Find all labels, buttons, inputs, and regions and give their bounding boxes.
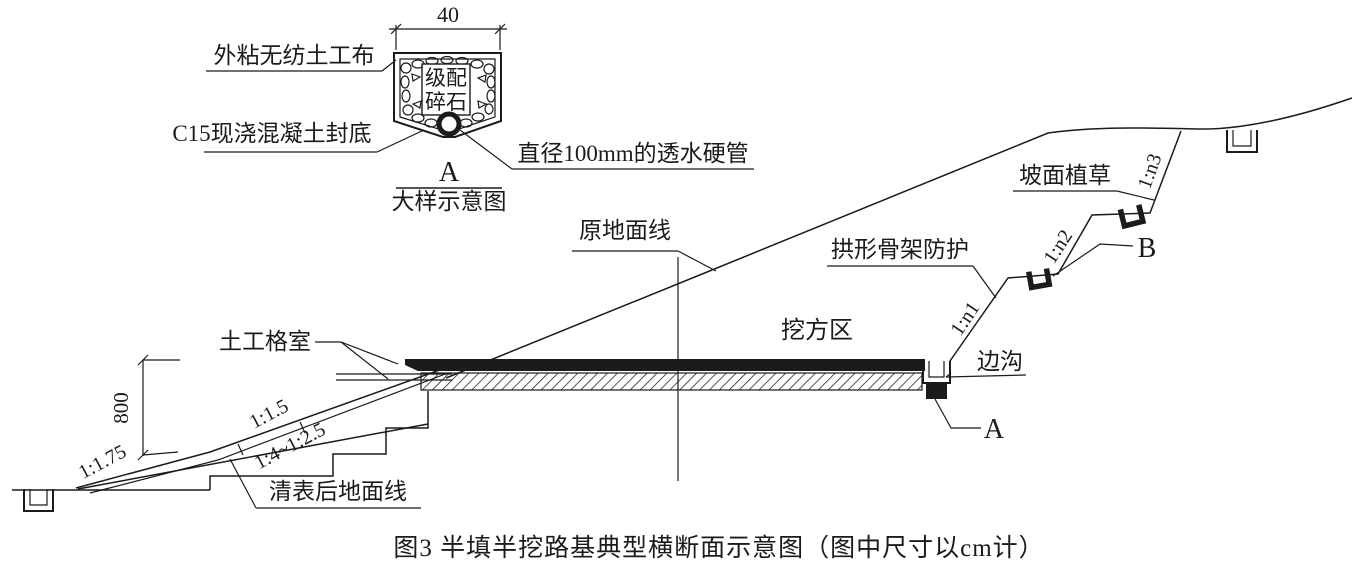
geocell-callout: 土工格室 <box>219 329 399 380</box>
cleared-ground-line <box>77 423 429 490</box>
slope-grass-callout: 坡面植草 <box>1013 163 1155 201</box>
marker-a: A <box>984 414 1005 445</box>
detail-drawing: 40 级配 碎石 外粘无纺土工布 <box>172 2 754 214</box>
bench-ditch-icon-1 <box>1026 268 1053 291</box>
original-ground-callout: 原地面线 <box>572 218 717 272</box>
dim-tick-left <box>390 23 402 35</box>
geocell-label: 土工格室 <box>219 329 311 354</box>
detail-section-letter: A <box>439 157 460 188</box>
dim-tick-right <box>494 23 506 35</box>
bench-ditch-icon-2 <box>1117 204 1147 230</box>
height-dimension-value: 800 <box>109 392 133 424</box>
marker-a-callout: A <box>934 398 1005 445</box>
detail-subtitle: 大样示意图 <box>392 189 507 214</box>
detail-box-outer <box>393 52 502 138</box>
pipe-callout: 直径100mm的透水硬管 <box>459 129 754 170</box>
height-dimension: 800 <box>109 354 180 461</box>
width-dimension: 40 <box>389 2 507 50</box>
arch-frame-callout: 拱形骨架防护 <box>827 237 997 299</box>
side-ditch-callout: 边沟 <box>945 349 1027 378</box>
pipe-label: 直径100mm的透水硬管 <box>517 141 748 166</box>
cleared-ground-label: 清表后地面线 <box>269 479 407 504</box>
pavement-layer <box>405 359 925 371</box>
side-ditch-icon <box>922 361 951 399</box>
permeable-pipe-icon <box>436 111 462 137</box>
gravel-label-line1: 级配 <box>425 66 467 90</box>
figure-caption: 图3 半填半挖路基典型横断面示意图（图中尺寸以cm计） <box>393 534 1044 562</box>
slope-fill-upper-label: 1:1.5 <box>246 395 292 433</box>
benching-steps <box>209 391 429 490</box>
dim-tick-top <box>137 354 149 366</box>
arch-frame-label: 拱形骨架防护 <box>831 237 969 262</box>
cut-slope-line <box>949 130 1182 362</box>
width-dimension-value: 40 <box>437 2 459 27</box>
hilltop-ditch-icon <box>1226 130 1258 153</box>
cut-zone-label: 挖方区 <box>781 317 853 344</box>
gravel-label-line2: 碎石 <box>425 90 467 114</box>
geotextile-callout: 外粘无纺土工布 <box>206 43 397 72</box>
slope-n2-label: 1:n2 <box>1039 226 1077 268</box>
ditch-seal-block <box>926 383 947 399</box>
concrete-label: C15现浇混凝土封底 <box>172 121 371 146</box>
slope-n3-label: 1:n3 <box>1134 151 1167 192</box>
embankment-face <box>75 361 463 494</box>
side-ditch-label: 边沟 <box>977 349 1023 374</box>
slope-grass-label: 坡面植草 <box>1019 163 1111 188</box>
original-ground-line <box>445 97 1353 379</box>
cleared-ground-callout: 清表后地面线 <box>229 458 421 509</box>
dim-tick-bottom <box>137 449 149 461</box>
marker-b: B <box>1138 233 1157 264</box>
subbase-hatched-layer <box>420 372 923 391</box>
marker-b-callout: B <box>1052 233 1157 277</box>
geotextile-label: 外粘无纺土工布 <box>214 43 375 68</box>
original-ground-label: 原地面线 <box>579 218 671 243</box>
left-ditch-icon <box>23 489 54 512</box>
slope-fill-lower-label: 1:1.75 <box>75 441 130 484</box>
concrete-callout: C15现浇混凝土封底 <box>172 121 425 153</box>
